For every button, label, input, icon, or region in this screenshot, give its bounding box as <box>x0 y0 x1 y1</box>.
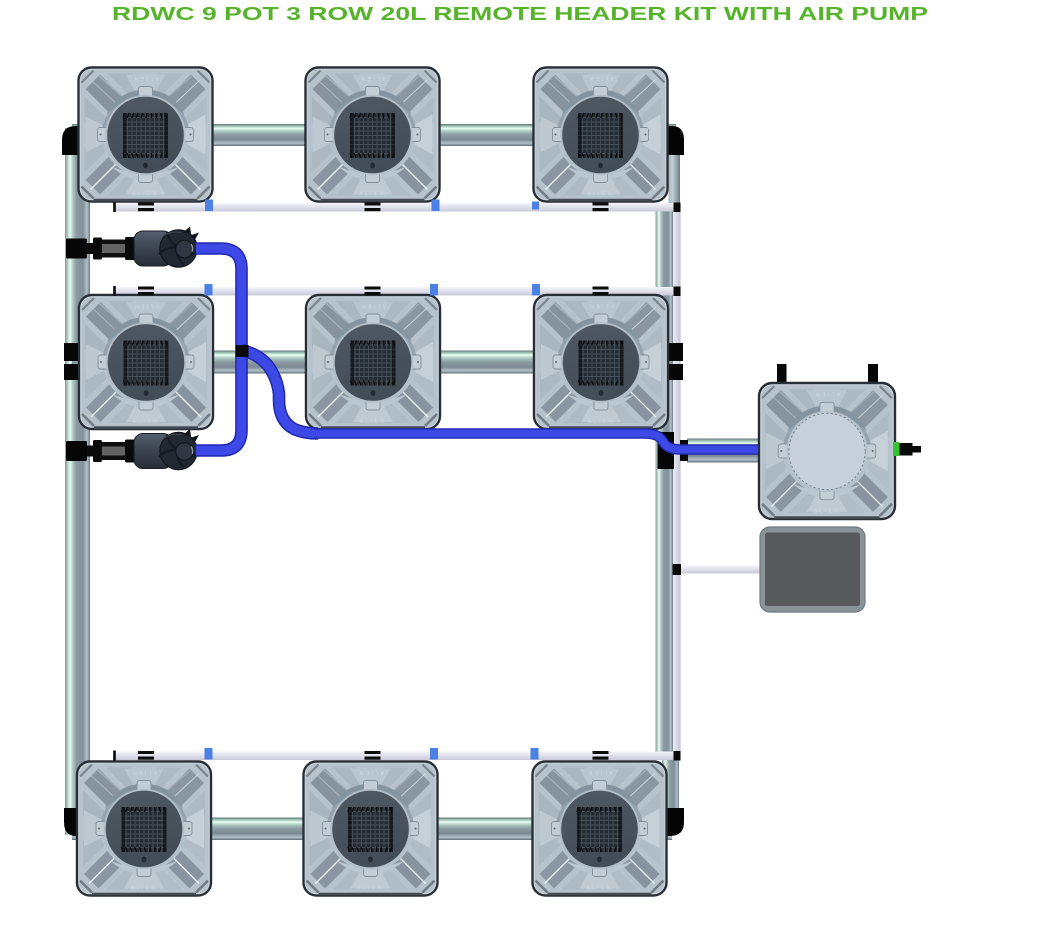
svg-text:RDWC 9 POT 3 ROW 20L REMOTE HE: RDWC 9 POT 3 ROW 20L REMOTE HEADER KIT W… <box>112 3 928 24</box>
